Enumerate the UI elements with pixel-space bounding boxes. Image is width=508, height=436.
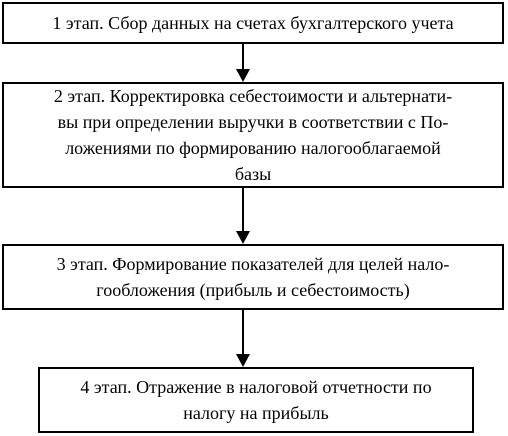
arrow-2-to-3 bbox=[236, 188, 250, 244]
arrow-1-to-2 bbox=[236, 44, 250, 82]
stage-1-text: 1 этап. Сбор данных на счетах бухгалтерс… bbox=[52, 13, 454, 33]
stage-2-text: 2 этап. Корректировка себестоимости и ал… bbox=[53, 86, 453, 184]
arrow-3-to-4 bbox=[236, 310, 250, 367]
stage-4-box: 4 этап. Отражение в налоговой отчетности… bbox=[38, 367, 474, 433]
stage-2-box: 2 этап. Корректировка себестоимости и ал… bbox=[2, 82, 504, 188]
stage-3-text: 3 этап. Формирование показателей для цел… bbox=[56, 254, 450, 300]
stage-4-text: 4 этап. Отражение в налоговой отчетности… bbox=[80, 377, 432, 423]
stage-1-box: 1 этап. Сбор данных на счетах бухгалтерс… bbox=[2, 2, 504, 44]
stage-3-box: 3 этап. Формирование показателей для цел… bbox=[2, 244, 504, 310]
